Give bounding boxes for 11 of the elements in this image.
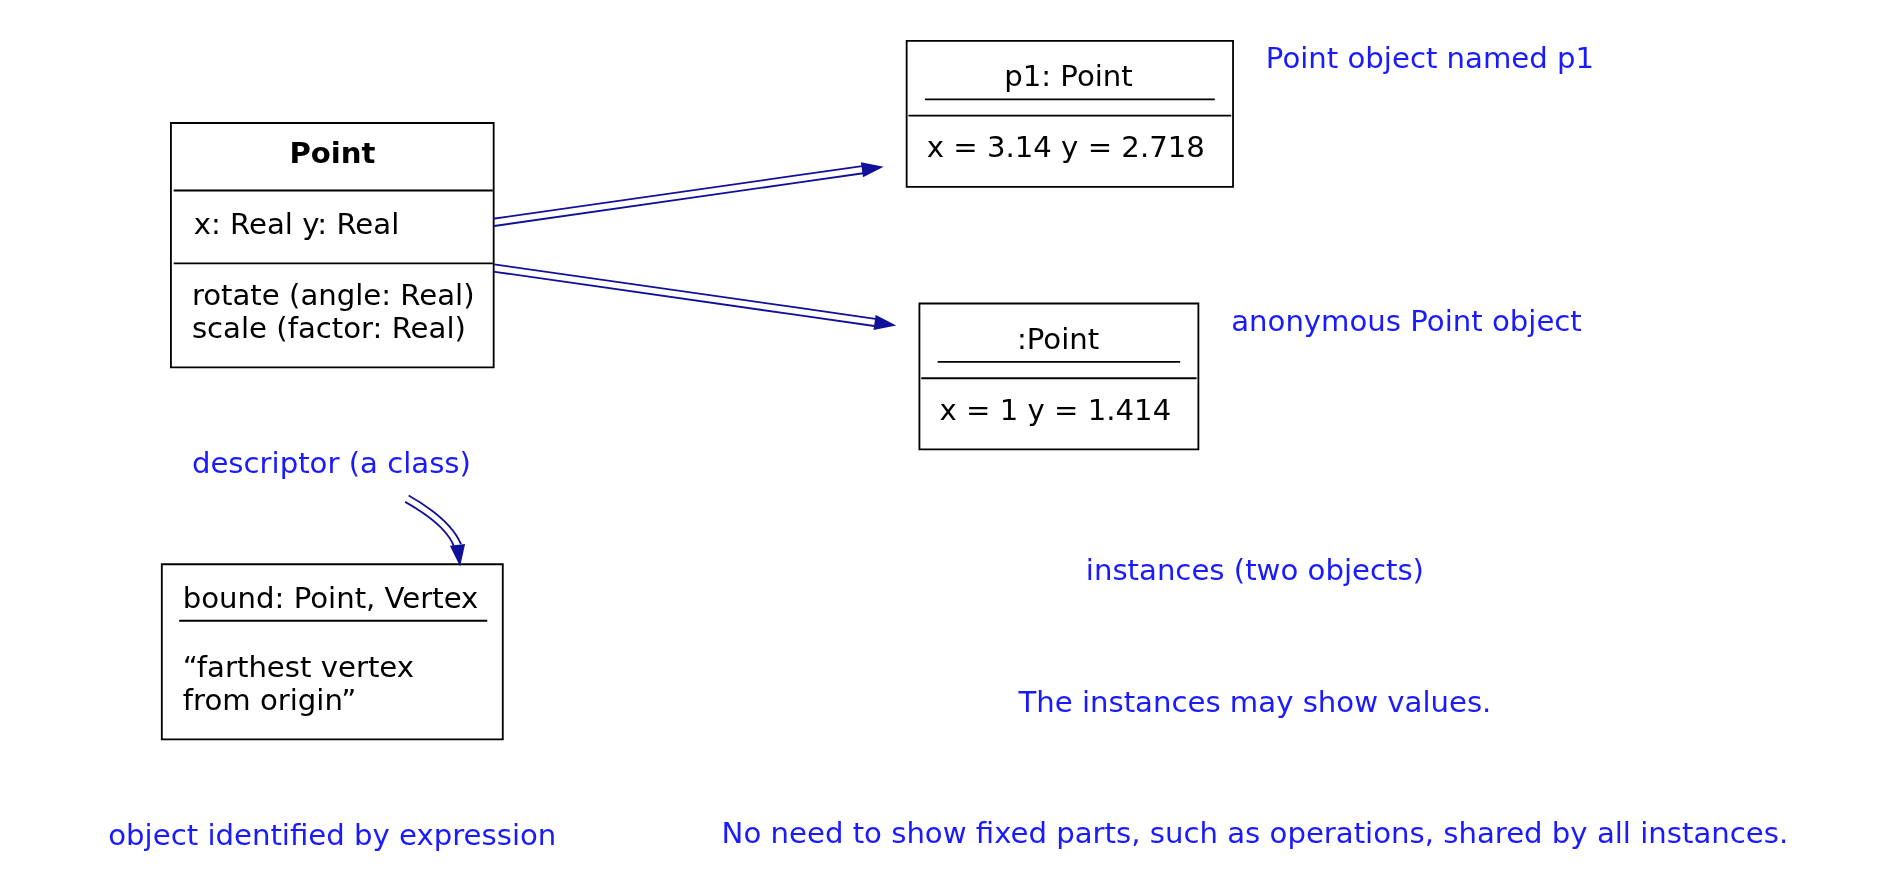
arrow [492, 263, 897, 330]
label: object identified by expression [108, 817, 557, 852]
label: The instances may show values. [1018, 684, 1492, 719]
node-text: descriptor (a class) [191, 445, 471, 480]
label: No need to show fixed parts, such as operations, shared by all instances. [721, 815, 1789, 850]
arrow [404, 494, 466, 567]
arrow [492, 162, 884, 227]
node-label: Point object named p1 [1265, 40, 1595, 75]
node-box: bound: Point, Vertex “farthest vertex from origin” [160, 563, 504, 741]
label: instances (two objects) [1085, 553, 1424, 588]
node-label: anonymous Point object [1231, 303, 1582, 338]
